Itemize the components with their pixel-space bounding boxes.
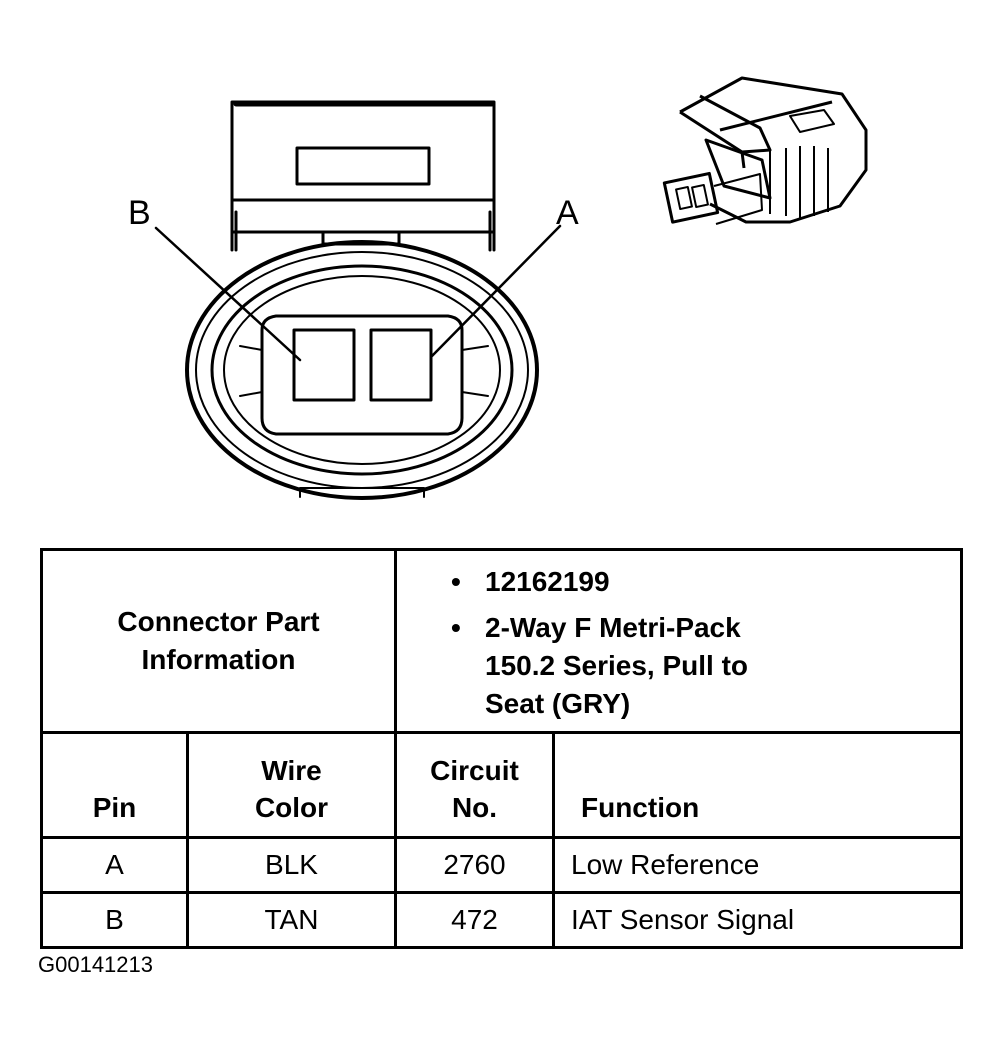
bullet-icon: • [451,612,461,643]
pin-b-leader [154,226,302,362]
header-text: No. [451,792,498,823]
part-info-title-cell: Connector Part Information [40,548,397,734]
part-info-list: • 12162199 • 2-Way F Metri-Pack 150.2 Se… [397,563,960,723]
header-text: Circuit [430,755,519,786]
table-row: B TAN 472 IAT Sensor Signal [40,891,963,949]
connector-pinout-table: Connector Part Information • 12162199 • … [40,548,963,949]
part-info-title-line: Information [141,644,296,675]
connector-cavity [260,314,464,436]
pin-b-label: B [128,194,151,232]
part-number: 12162199 [485,566,610,597]
header-text: Wire [261,755,322,786]
circuit-no-cell: 2760 [394,836,555,894]
connector-face-drawing [154,76,868,500]
latch-window [295,146,431,186]
wire-color-cell: TAN [186,891,397,949]
pin-a-leader [430,224,562,358]
connector-outer-seal [185,240,539,500]
part-info-details-cell: • 12162199 • 2-Way F Metri-Pack 150.2 Se… [394,548,963,734]
pin-a-terminal [369,328,433,402]
part-info-item: • 12162199 [397,563,960,601]
connector-isometric-view [662,76,868,225]
connector-illustration: B A [128,76,868,500]
circuit-no-cell: 472 [394,891,555,949]
part-info-item: • 2-Way F Metri-Pack 150.2 Series, Pull … [397,609,960,723]
column-header-row: Pin Wire Color Circuit No. Function [40,731,963,839]
pin-b-terminal [292,328,356,402]
table-row: A BLK 2760 Low Reference [40,836,963,894]
part-description-line: 150.2 Series, Pull to [485,650,749,681]
wire-color-column-header: Wire Color [186,731,397,839]
pin-cell: B [40,891,189,949]
part-info-row: Connector Part Information • 12162199 • … [40,548,963,734]
figure-code: G00141213 [38,952,153,977]
part-description-line: Seat (GRY) [485,688,631,719]
header-text: Function [581,792,700,823]
function-cell: IAT Sensor Signal [552,891,963,949]
header-text: Pin [92,792,137,823]
header-text: Color [254,792,329,823]
pin-column-header: Pin [40,731,189,839]
function-cell: Low Reference [552,836,963,894]
bullet-icon: • [451,566,461,597]
wire-color-cell: BLK [186,836,397,894]
pin-cell: A [40,836,189,894]
part-info-title-line: Connector Part [117,606,320,637]
part-description-line: 2-Way F Metri-Pack [485,612,741,643]
connector-latch-housing [230,100,496,252]
pin-a-label: A [556,194,579,232]
circuit-no-column-header: Circuit No. [394,731,555,839]
function-column-header: Function [552,731,963,839]
